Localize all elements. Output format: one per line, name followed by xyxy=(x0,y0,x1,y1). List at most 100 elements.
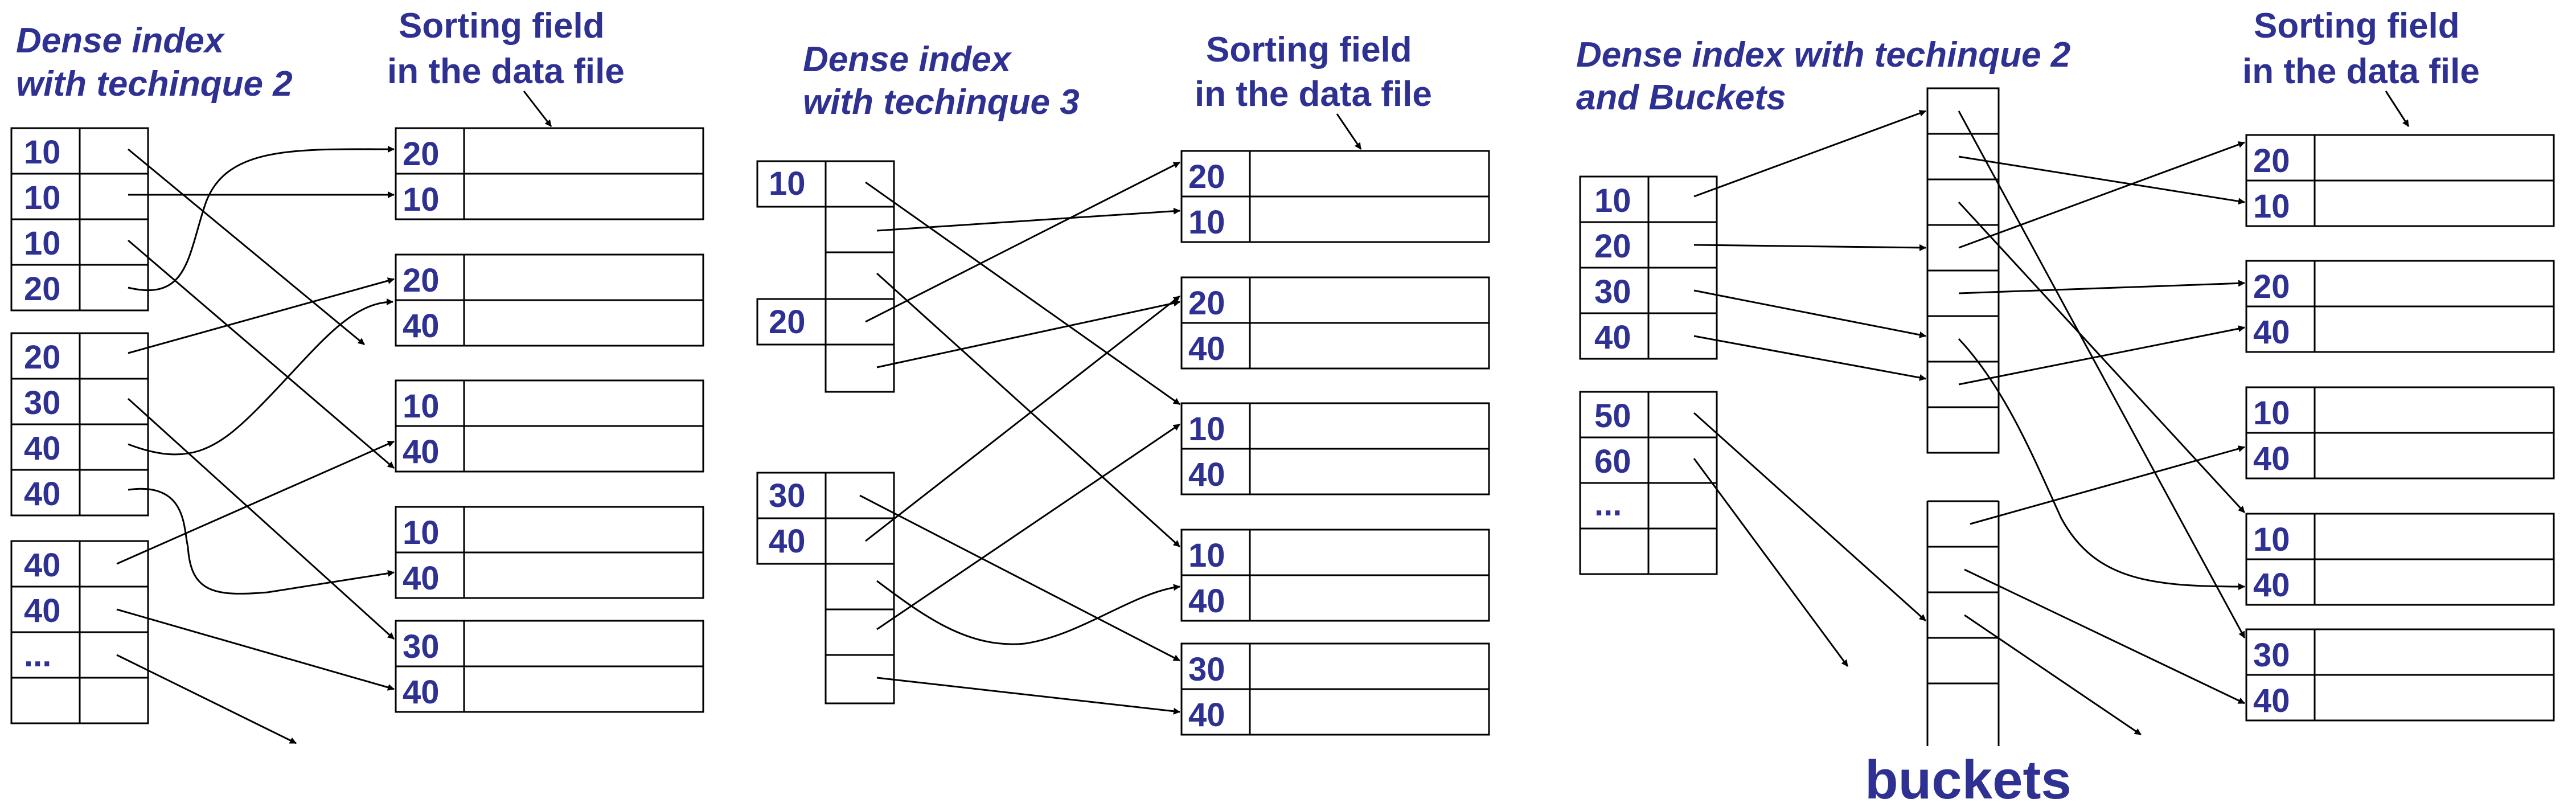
pointer-arrow xyxy=(116,654,297,744)
pointer-arrow xyxy=(116,440,395,565)
index-key: 30 xyxy=(769,477,806,514)
panel1-data-blocks: 20 10 20 40 10 40 10 xyxy=(395,127,704,713)
pointer-arrow xyxy=(876,272,1181,548)
record-key: 40 xyxy=(2253,567,2290,604)
pointer-arrow xyxy=(1964,568,2245,704)
panel1-index-block-2: 20 30 40 40 xyxy=(10,332,149,517)
pointer-arrow xyxy=(2385,91,2410,127)
index-key: 10 xyxy=(24,134,61,171)
record-key: 40 xyxy=(2253,314,2290,351)
pointer-arrow xyxy=(1958,141,2245,249)
record-key: 10 xyxy=(2253,188,2290,225)
pointer-arrow xyxy=(1958,325,2245,386)
data-file-label-line2: in the data file xyxy=(1195,75,1432,114)
data-block: 30 40 xyxy=(1180,642,1490,736)
data-block: 20 10 xyxy=(395,127,704,220)
index-key: ... xyxy=(1594,486,1622,523)
pointer-arrow xyxy=(1970,445,2245,525)
pointer-arrow xyxy=(865,295,1180,542)
pointer-arrow xyxy=(1958,338,2245,590)
index-key: 30 xyxy=(24,384,61,421)
record-key: 30 xyxy=(2253,637,2290,674)
pointer-arrow xyxy=(876,423,1180,630)
data-file-label-line2: in the data file xyxy=(2242,52,2480,91)
pointer-arrow xyxy=(876,300,1180,368)
panel2-title-line2: with techinque 3 xyxy=(803,83,1080,122)
record-key: 10 xyxy=(403,181,440,218)
record-key: 20 xyxy=(2253,142,2290,179)
index-key: 60 xyxy=(1594,443,1631,480)
index-key: ... xyxy=(24,637,51,674)
record-key: 30 xyxy=(403,628,440,665)
panel-technique-2-buckets: Dense index with techinque 2 and Buckets… xyxy=(1576,6,2555,810)
index-key: 40 xyxy=(24,430,61,467)
record-key: 40 xyxy=(1188,697,1225,734)
pointer-arrow xyxy=(876,677,1180,715)
record-key: 10 xyxy=(2253,395,2290,432)
index-key: 40 xyxy=(24,547,61,584)
pointer-arrow xyxy=(859,494,1180,662)
panel3-title-line2: and Buckets xyxy=(1576,78,1786,117)
pointer-bucket xyxy=(825,472,895,704)
record-key: 40 xyxy=(2253,682,2290,719)
record-key: 40 xyxy=(1188,583,1225,620)
data-block: 10 40 xyxy=(1180,402,1490,495)
record-key: 40 xyxy=(1188,330,1225,367)
record-key: 10 xyxy=(1188,411,1225,448)
index-key: 20 xyxy=(24,339,61,376)
record-key: 10 xyxy=(1188,537,1225,574)
index-key: 20 xyxy=(769,304,806,341)
record-key: 40 xyxy=(403,674,440,711)
pointer-arrow xyxy=(1693,412,1927,622)
index-key: 20 xyxy=(24,271,61,308)
pointer-arrow xyxy=(128,488,395,595)
pointer-arrow xyxy=(116,608,395,691)
record-key: 20 xyxy=(1188,285,1225,322)
data-block: 10 40 xyxy=(2245,386,2555,480)
data-block: 10 40 xyxy=(2245,513,2555,606)
bucket-1 xyxy=(1926,87,2000,454)
panel1-index-block-3: 40 40 ... xyxy=(10,540,149,724)
record-key: 10 xyxy=(2253,521,2290,558)
record-key: 20 xyxy=(403,262,440,299)
panel3-data-blocks: 20 10 20 40 10 40 10 xyxy=(2245,134,2555,722)
pointer-arrow xyxy=(128,298,393,456)
record-key: 40 xyxy=(403,308,440,345)
data-block: 10 40 xyxy=(395,379,704,473)
panel1-index-block-1: 10 10 10 20 xyxy=(10,127,149,312)
pointer-arrow xyxy=(876,207,1180,232)
panel2-pointers xyxy=(859,113,1362,715)
record-key: 40 xyxy=(403,560,440,597)
pointer-arrow xyxy=(1693,335,1926,381)
record-key: 30 xyxy=(1188,651,1225,688)
panel1-title-line2: with techinque 2 xyxy=(16,64,293,104)
index-key: 30 xyxy=(1594,273,1631,310)
pointer-arrow xyxy=(127,398,395,640)
record-key: 20 xyxy=(2253,268,2290,305)
record-key: 20 xyxy=(403,136,440,173)
panel1-title-line1: Dense index xyxy=(16,21,225,60)
buckets-label: buckets xyxy=(1865,749,2072,810)
pointer-bucket xyxy=(825,160,895,393)
record-key: 40 xyxy=(403,433,440,470)
bucket-2 xyxy=(1926,500,2000,746)
index-key: 50 xyxy=(1594,398,1631,435)
pointer-arrow xyxy=(1693,289,1926,338)
panel-technique-3: Dense index with techinque 3 Sorting fie… xyxy=(756,30,1490,736)
pointer-arrow xyxy=(1958,155,2245,205)
pointer-arrow xyxy=(128,148,365,346)
pointer-arrow xyxy=(1958,280,2245,294)
panel3-index-block-1: 10 20 30 40 xyxy=(1579,175,1718,360)
data-block: 20 40 xyxy=(2245,260,2555,353)
index-key: 10 xyxy=(24,179,61,216)
data-file-label-line1: Sorting field xyxy=(1206,30,1412,69)
panel3-index-block-2: 50 60 ... xyxy=(1579,391,1718,575)
pointer-arrow xyxy=(1958,201,2246,514)
index-key: 20 xyxy=(1594,228,1631,265)
pointer-arrow xyxy=(128,239,395,469)
pointer-arrow xyxy=(1958,110,2246,638)
panel2-index-group-1: 10 20 xyxy=(756,160,895,393)
record-key: 40 xyxy=(2253,440,2290,477)
panel2-index-group-2: 30 40 xyxy=(756,472,895,704)
